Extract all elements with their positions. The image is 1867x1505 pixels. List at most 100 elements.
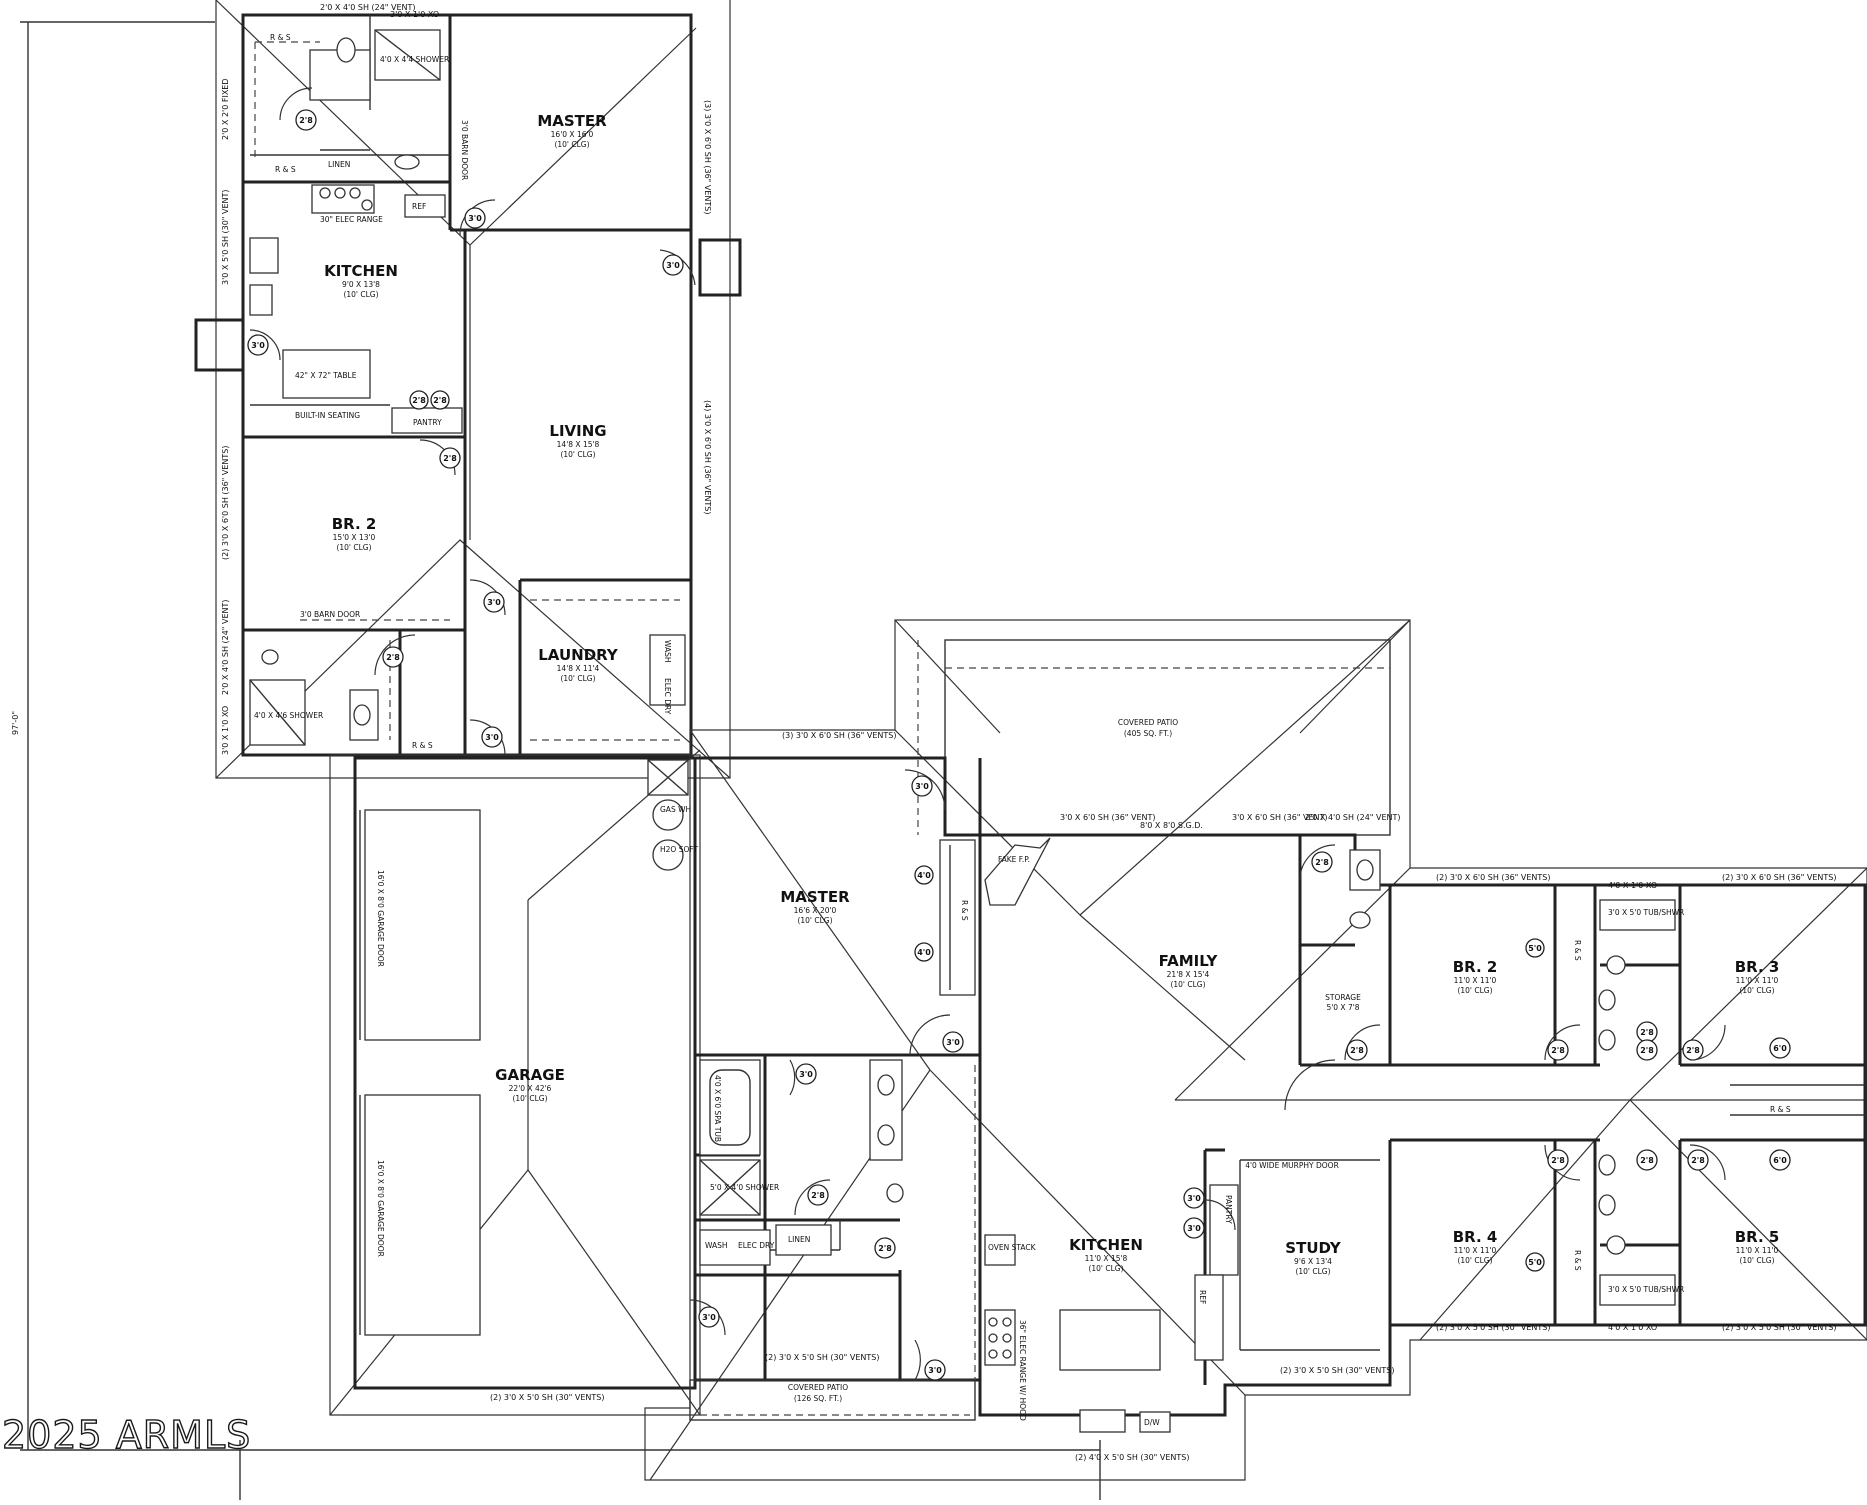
garage-door-label-2: 16'0 X 8'0 GARAGE DOOR [376, 1160, 385, 1257]
svg-text:3'0: 3'0 [1187, 1224, 1201, 1233]
garage-ceiling: (10' CLG) [512, 1094, 547, 1103]
svg-text:4'0: 4'0 [917, 871, 931, 880]
built-in-seating-label: BUILT-IN SEATING [295, 411, 360, 420]
main-kitchen-ceiling: (10' CLG) [1088, 1264, 1123, 1273]
window-label-20: (2) 3'0 X 5'0 SH (30" VENTS) [1722, 1323, 1837, 1332]
living-name: LIVING [549, 422, 606, 440]
door-tag: 2'8 [1687, 1149, 1709, 1171]
table-label: 42" X 72" TABLE [295, 371, 357, 380]
door-tag: 2'8 [1311, 851, 1333, 873]
door-tag: 5'0 [1525, 938, 1545, 958]
h2o-soft-label: H2O SOFT [660, 845, 699, 854]
window-label-12: 8'0 X 8'0 S.G.D. [1140, 821, 1203, 830]
main-kitchen-size: 11'0 X 15'8 [1085, 1254, 1128, 1263]
door-tag: 2'8 [430, 390, 450, 410]
door-tag: 3'0 [483, 591, 505, 613]
window-label-10: (3) 3'0 X 6'0 SH (36" VENTS) [782, 731, 897, 740]
svg-text:3'0: 3'0 [702, 1313, 716, 1322]
rs-label-br2: R & S [1573, 940, 1582, 961]
window-label-16: 4'0 X 1'0 XO [1608, 881, 1657, 890]
svg-text:2'8: 2'8 [1640, 1046, 1654, 1055]
svg-text:2'8: 2'8 [1350, 1046, 1364, 1055]
window-label-8: 2'0 X 4'0 SH (24" VENT) [221, 599, 230, 695]
window-labels: 2'0 X 4'0 SH (24" VENT) 3'0 X 1'0 XO (3)… [221, 3, 1837, 1462]
window-label-17: (2) 3'0 X 6'0 SH (36" VENTS) [1722, 873, 1837, 882]
svg-text:2'8: 2'8 [1640, 1028, 1654, 1037]
window-label-15: (2) 3'0 X 6'0 SH (36" VENTS) [1436, 873, 1551, 882]
svg-text:2'8: 2'8 [443, 454, 457, 463]
window-label-18: (2) 3'0 X 5'0 SH (30" VENTS) [1436, 1323, 1551, 1332]
window-label-6: (4) 3'0 X 6'0 SH (36" VENTS) [703, 400, 712, 515]
door-tag: 6'0 [1769, 1037, 1791, 1059]
svg-text:3'0: 3'0 [1187, 1194, 1201, 1203]
study-size: 9'6 X 13'4 [1294, 1257, 1332, 1266]
storage-size: 5'0 X 7'8 [1326, 1003, 1359, 1012]
window-label-11: 3'0 X 6'0 SH (36" VENT) [1060, 813, 1156, 822]
svg-text:3'0: 3'0 [666, 261, 680, 270]
door-tag: 2'8 [1547, 1149, 1569, 1171]
svg-text:5'0: 5'0 [1528, 1258, 1542, 1267]
overall-dimension: 97'-0" [11, 711, 20, 735]
br4-ceiling: (10' CLG) [1457, 1256, 1492, 1265]
br4-size: 11'0 X 11'0 [1454, 1246, 1497, 1255]
covered-patio-top-name: COVERED PATIO [1118, 718, 1178, 727]
linen-label-main: LINEN [788, 1235, 810, 1244]
rs-label-1: R & S [270, 33, 291, 42]
svg-text:2'8: 2'8 [878, 1244, 892, 1253]
fake-fp-label: FAKE F.P. [998, 855, 1030, 864]
linen-label-guest: LINEN [328, 160, 350, 169]
dw-label: D/W [1144, 1418, 1160, 1427]
svg-text:2'8: 2'8 [1551, 1156, 1565, 1165]
svg-text:3'0: 3'0 [946, 1038, 960, 1047]
oven-stack-label: OVEN STACK [988, 1243, 1037, 1252]
shower-label-main: 5'0 X 4'0 SHOWER [710, 1183, 779, 1192]
svg-text:2'8: 2'8 [412, 396, 426, 405]
door-tag: 3'0 [942, 1031, 964, 1053]
br5-size: 11'0 X 11'0 [1736, 1246, 1779, 1255]
garage-block [329, 749, 701, 1416]
covered-patio-top-size: (405 SQ. FT.) [1124, 729, 1172, 738]
shower-label-guest-master: 4'0 X 4'4 SHOWER [380, 55, 449, 64]
door-tag: 5'0 [1525, 1252, 1545, 1272]
laundry-size: 14'8 X 11'4 [557, 664, 600, 673]
window-label-13: 3'0 X 6'0 SH (36" VENT) [1232, 813, 1328, 822]
svg-text:3'0: 3'0 [487, 598, 501, 607]
murphy-door-label: 4'0 WIDE MURPHY DOOR [1245, 1161, 1339, 1170]
door-tag: 3'0 [464, 207, 486, 229]
family-size: 21'8 X 15'4 [1167, 970, 1210, 979]
wash-label-guest: WASH [663, 640, 672, 663]
br3-ceiling: (10' CLG) [1739, 986, 1774, 995]
svg-text:3'0: 3'0 [485, 733, 499, 742]
br5-name: BR. 5 [1735, 1228, 1780, 1246]
elec-dry-label-main: ELEC DRY [738, 1241, 775, 1250]
window-label-2: 3'0 X 1'0 XO [390, 10, 439, 19]
ref-label-main: REF [1198, 1290, 1207, 1304]
window-label-5: 3'0 X 5'0 SH (30" VENT) [221, 189, 230, 285]
br3-size: 11'0 X 11'0 [1736, 976, 1779, 985]
door-tag: 2'8 [1346, 1039, 1368, 1061]
laundry-ceiling: (10' CLG) [560, 674, 595, 683]
svg-text:2'8: 2'8 [1686, 1046, 1700, 1055]
garage-name: GARAGE [495, 1066, 565, 1084]
br2-size: 11'0 X 11'0 [1454, 976, 1497, 985]
svg-text:2'8: 2'8 [299, 116, 313, 125]
svg-text:3'0: 3'0 [915, 782, 929, 791]
door-tag: 2'8 [382, 646, 404, 668]
door-tag: 3'0 [911, 775, 933, 797]
door-tag: 3'0 [662, 254, 684, 276]
storage-name: STORAGE [1325, 993, 1361, 1002]
door-tag: 3'0 [247, 334, 269, 356]
door-tag: 2'8 [1547, 1039, 1569, 1061]
window-label-23: (2) 3'0 X 5'0 SH (30" VENTS) [765, 1353, 880, 1362]
svg-text:2'8: 2'8 [811, 1191, 825, 1200]
wash-label-main: WASH [705, 1241, 728, 1250]
svg-text:2'8: 2'8 [1640, 1156, 1654, 1165]
ref-label-guest: REF [412, 202, 426, 211]
door-tags: 2'8 3'0 3'0 3'0 2'8 2'8 2'8 3'0 2'8 3'0 … [247, 109, 1791, 1381]
shower-label-guest-br2: 4'0 X 4'6 SHOWER [254, 711, 323, 720]
range-hood-label: 36" ELEC RANGE W/ HOOD [1018, 1320, 1027, 1421]
door-tag: 2'8 [1636, 1021, 1658, 1043]
family-name: FAMILY [1159, 952, 1219, 970]
overall-dimension-line: 97'-0" [11, 21, 1101, 1500]
window-label-19: 4'0 X 1'0 XO [1608, 1323, 1657, 1332]
